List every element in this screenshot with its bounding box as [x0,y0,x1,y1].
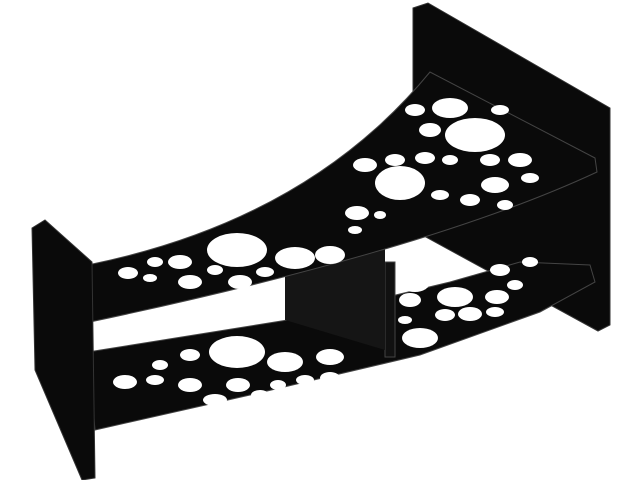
shelf-hole [442,155,458,165]
shelf-hole [521,173,539,183]
shelf-hole [402,328,438,348]
shelf-hole [152,360,168,370]
shelf-hole [415,152,435,164]
shelf-hole [445,118,505,152]
shelf-hole [146,375,164,385]
shelf-hole [168,255,192,269]
shelf-hole [481,177,509,193]
shelf-hole [486,307,504,317]
shelf-divider [384,261,396,358]
shelf-hole [178,378,202,392]
shelf-hole [385,154,405,166]
hole-pattern [113,98,539,406]
shelf-hole [490,264,510,276]
shelf-hole [461,265,479,275]
shelf-hole [251,390,269,400]
shelf-hole [296,375,314,385]
shelf-hole [353,158,377,172]
shelf-hole [460,194,480,206]
shelf-hole [399,293,421,307]
shelf-hole [431,190,449,200]
shelf-hole [178,275,202,289]
shelf-hole [275,247,315,269]
shelf-hole [147,257,163,267]
shelf-hole [398,316,412,324]
shelf-hole [491,105,509,115]
shelf-hole [348,226,362,234]
shelf-hole [431,263,449,273]
shelf-hole [374,211,386,219]
shelf-hole [315,246,345,264]
shelf-hole [375,166,425,200]
shelf-hole [507,280,523,290]
shelf-hole [345,206,369,220]
shelf-hole [485,290,509,304]
shelf-hole [320,372,340,384]
shelf-hole [508,153,532,167]
shelf-hole [256,267,274,277]
shelf-hole [480,154,500,166]
shelf-hole [228,275,252,289]
shelf-hole [143,274,157,282]
bottom-shelf [87,261,596,431]
shelf-hole [226,378,250,392]
shelf-hole [203,394,227,406]
left-side-panel [31,219,96,480]
shelf-hole [522,257,538,267]
shelf-hole [180,349,200,361]
shelf-hole [400,272,430,292]
shelf-hole [437,287,473,307]
shelf-hole [118,267,138,279]
shelf-hole [419,123,441,137]
shelf-hole [458,307,482,321]
shelf-hole [209,336,265,368]
shelf-hole [405,104,425,116]
shelf-hole [435,309,455,321]
shelf-hole [267,352,303,372]
shelf-hole [497,200,513,210]
shelf-hole [113,375,137,389]
shelf-hole [207,233,267,267]
shelf-hole [270,380,286,390]
shelf-hole [207,265,223,275]
shelf-hole [316,349,344,365]
shelf-hole [432,98,468,118]
